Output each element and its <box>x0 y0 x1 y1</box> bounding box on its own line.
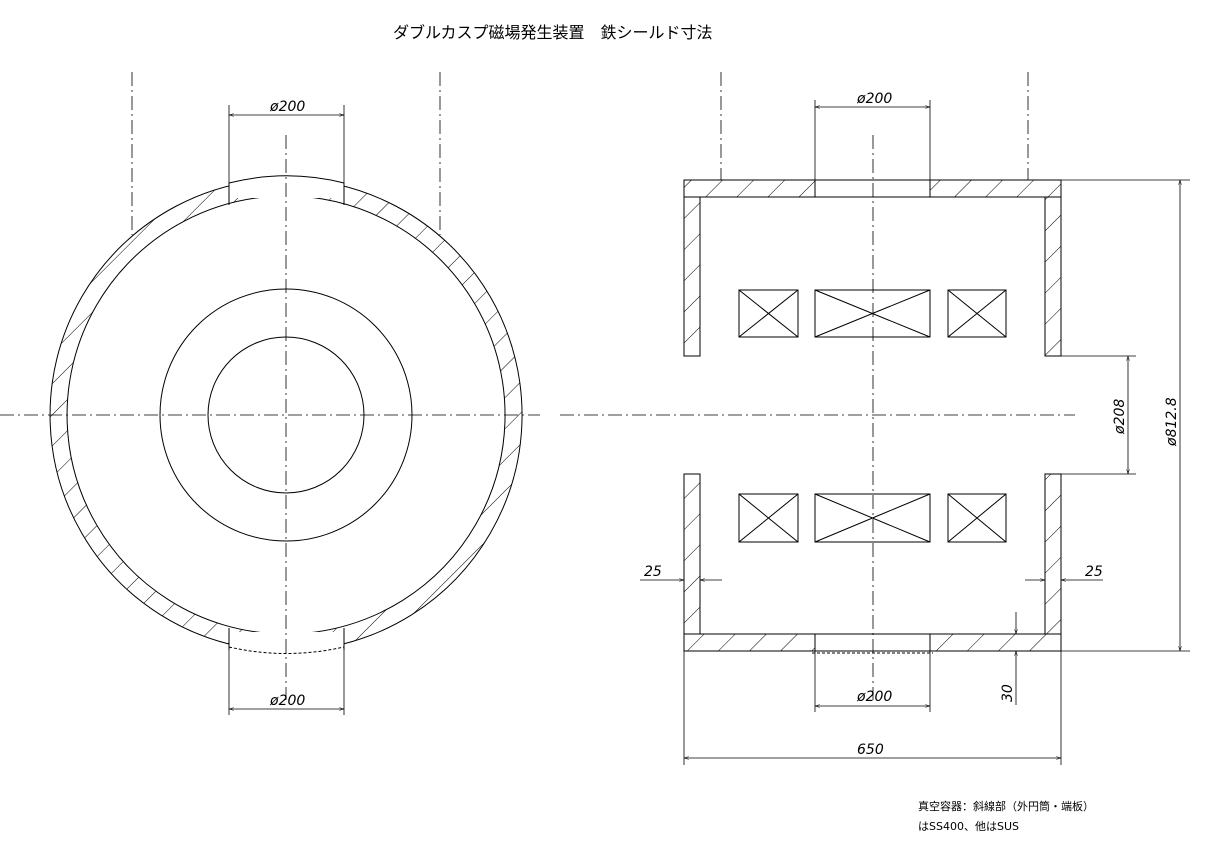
material-note-line1: 真空容器：斜線部（外円筒・端板） <box>918 799 1094 813</box>
drawing-title: ダブルカスプ磁場発生装置 鉄シールド寸法 <box>393 23 713 42</box>
top-port-opening <box>229 176 344 198</box>
material-note-line2: はSS400、他はSUS <box>918 820 1019 833</box>
front-bottom-diameter-label: ø200 <box>269 693 305 709</box>
endplate-dimension-label: 30 <box>1000 684 1016 702</box>
right-wall-dimension-label: 25 <box>1085 564 1103 580</box>
gap-dimension-label: ø208 <box>1112 399 1128 435</box>
shield-walls <box>683 179 1062 652</box>
side-top-diameter-label: ø200 <box>856 91 892 107</box>
coils <box>738 289 1007 543</box>
width-dimension-label: 650 <box>857 742 884 758</box>
left-wall-dimension-label: 25 <box>644 564 662 580</box>
front-top-diameter-label: ø200 <box>269 99 305 115</box>
side-bottom-diameter-label: ø200 <box>856 689 892 705</box>
bottom-port-opening <box>229 632 344 654</box>
side-view: ø200 ø200 650 ø812.8 ø208 25 25 30 <box>560 72 1190 765</box>
height-dimension-label: ø812.8 <box>1164 397 1180 447</box>
front-view: ø200 ø200 <box>0 72 540 715</box>
